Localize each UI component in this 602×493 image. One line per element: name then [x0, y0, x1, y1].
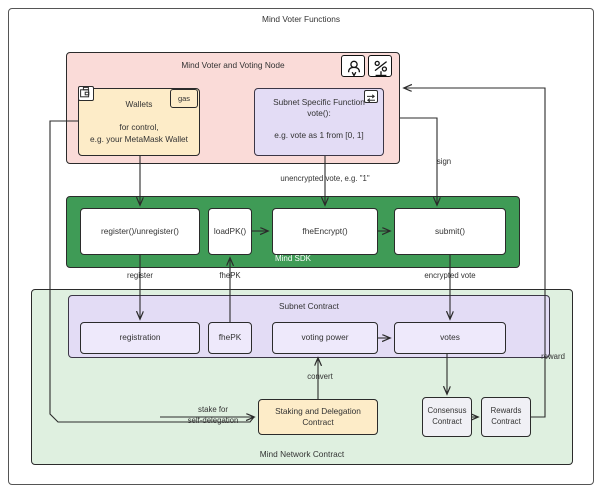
subnet-node-fhepk: fhePK [208, 322, 252, 354]
rewards-line-1: Rewards [490, 406, 522, 416]
subnet-fn-sub: e.g. vote as 1 from [0, 1] [274, 130, 364, 141]
outer-title: Mind Voter Functions [262, 14, 340, 24]
subnet-node-voting-power: voting power [272, 322, 378, 354]
consensus-contract-node: Consensus Contract [422, 397, 472, 437]
wallets-title: Wallets [125, 99, 153, 109]
subnet-node-registration: registration [80, 322, 200, 354]
edge-label-reward: reward [541, 352, 565, 361]
mind-sdk-title: Mind SDK [274, 254, 311, 263]
edge-label-stake-line-2: self-delegation [187, 416, 239, 426]
subnet-contract-title: Subnet Contract [279, 301, 339, 311]
edge-label-stake-self-delegation: stake for self-delegation [168, 404, 258, 427]
consensus-line-2: Contract [432, 417, 462, 426]
sdk-node-loadpk: loadPK() [208, 208, 252, 255]
edge-label-fhepk: fhePK [219, 271, 241, 280]
subnet-fn-title-1: Subnet Specific Function [273, 97, 365, 107]
edge-label-stake-line-1: stake for [198, 405, 228, 414]
wallets-sub-1: for control, [119, 122, 159, 133]
subnet-specific-function-node: Subnet Specific Function vote(): e.g. vo… [254, 88, 384, 156]
swap-icon [364, 90, 378, 103]
sdk-node-submit: submit() [394, 208, 506, 255]
subnet-node-votes: votes [394, 322, 506, 354]
percent-screen-icon [368, 55, 392, 77]
staking-delegation-contract-node: Staking and Delegation Contract [258, 399, 378, 435]
rewards-contract-node: Rewards Contract [481, 397, 531, 437]
consensus-line-1: Consensus [427, 406, 467, 416]
subnet-fn-title-2: vote(): [307, 108, 331, 119]
edge-label-convert: convert [307, 372, 333, 381]
sdk-node-register: register()/unregister() [80, 208, 200, 255]
edge-label-sign: sign [436, 157, 452, 166]
mind-network-contract-title: Mind Network Contract [259, 449, 345, 459]
mind-voter-node-title: Mind Voter and Voting Node [181, 60, 285, 70]
sdk-node-fheencrypt: fheEncrypt() [272, 208, 378, 255]
edge-label-unencrypted-vote: unencrypted vote, e.g. "1" [280, 174, 370, 183]
wallets-sub-2: e.g. your MetaMask Wallet [90, 134, 188, 145]
user-actor-icon [341, 55, 365, 77]
rewards-line-2: Contract [491, 417, 521, 426]
wallet-icon [78, 86, 94, 101]
gas-badge: gas [170, 89, 198, 108]
edge-label-encrypted-vote: encrypted vote [424, 271, 476, 280]
edge-label-register: register [127, 271, 153, 280]
